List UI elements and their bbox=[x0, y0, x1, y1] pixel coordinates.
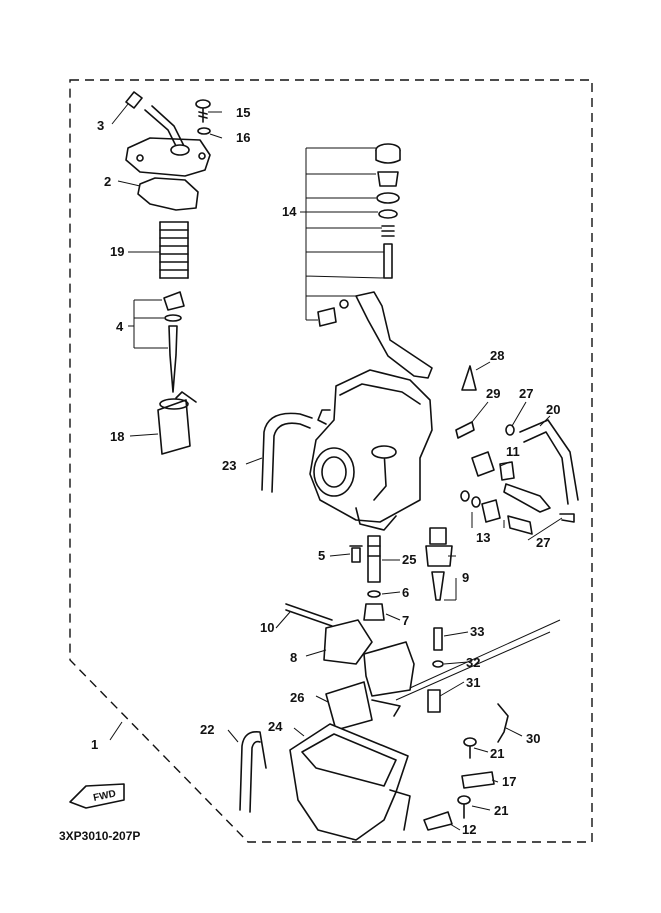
wire-clip-30 bbox=[497, 703, 509, 743]
callout-29: 29 bbox=[486, 386, 500, 401]
screw-29 bbox=[455, 421, 475, 439]
callout-30: 30 bbox=[526, 731, 540, 746]
callout-9: 9 bbox=[462, 570, 469, 585]
callout-32: 32 bbox=[466, 655, 480, 670]
main-jet-7 bbox=[363, 603, 385, 621]
callout-12: 12 bbox=[462, 822, 476, 837]
callout-28: 28 bbox=[490, 348, 504, 363]
callout-19: 19 bbox=[110, 244, 124, 259]
callout-16: 16 bbox=[236, 130, 250, 145]
clip-27-upper bbox=[505, 424, 515, 436]
callout-21b: 21 bbox=[494, 803, 508, 818]
callout-8: 8 bbox=[290, 650, 297, 665]
mixing-chamber-top bbox=[125, 105, 211, 177]
washer-16 bbox=[197, 127, 211, 135]
screw-12 bbox=[423, 811, 453, 831]
callout-23: 23 bbox=[222, 458, 236, 473]
assembly-boundary bbox=[69, 79, 593, 843]
callout-25: 25 bbox=[402, 552, 416, 567]
callout-33: 33 bbox=[470, 624, 484, 639]
callout-31: 31 bbox=[466, 675, 480, 690]
washer-6 bbox=[367, 590, 381, 598]
fwd-arrow-icon bbox=[69, 783, 125, 809]
callout-27a: 27 bbox=[519, 386, 533, 401]
gasket-2 bbox=[137, 177, 199, 211]
screw-set-13 bbox=[460, 490, 533, 535]
float-8 bbox=[323, 619, 415, 697]
screw-21-lower bbox=[457, 795, 471, 819]
screw-33 bbox=[433, 627, 443, 651]
pin-10 bbox=[285, 603, 333, 627]
callout-13: 13 bbox=[476, 530, 490, 545]
pipe-22 bbox=[239, 730, 267, 813]
callout-10: 10 bbox=[260, 620, 274, 635]
leader-lines bbox=[109, 103, 563, 831]
screw-21-upper bbox=[463, 737, 477, 759]
spring-19 bbox=[159, 221, 189, 279]
callout-15: 15 bbox=[236, 105, 250, 120]
callout-2: 2 bbox=[104, 174, 111, 189]
carburetor-body bbox=[309, 369, 433, 531]
callout-4: 4 bbox=[116, 319, 124, 334]
pipe-20 bbox=[519, 419, 579, 505]
callout-14: 14 bbox=[282, 204, 297, 219]
callout-17: 17 bbox=[502, 774, 516, 789]
callout-18: 18 bbox=[110, 429, 124, 444]
callout-1: 1 bbox=[91, 737, 98, 752]
needle-set-4 bbox=[163, 291, 185, 393]
fwd-label: FWD bbox=[92, 788, 117, 803]
float-chamber-24 bbox=[289, 723, 411, 841]
screw-set-11 bbox=[471, 451, 551, 513]
callout-5: 5 bbox=[318, 548, 325, 563]
clip-27-lower bbox=[559, 513, 575, 523]
callout-11: 11 bbox=[506, 444, 520, 459]
plug-31 bbox=[427, 689, 441, 713]
pipe-23 bbox=[261, 412, 313, 493]
callout-7: 7 bbox=[402, 613, 409, 628]
callout-27b: 27 bbox=[536, 535, 550, 550]
callouts: 1 2 3 4 5 6 7 8 9 10 11 12 13 14 15 16 1… bbox=[91, 105, 560, 837]
throttle-valve-18 bbox=[157, 391, 197, 455]
callout-3: 3 bbox=[97, 118, 104, 133]
oring-32 bbox=[432, 660, 444, 668]
callout-6: 6 bbox=[402, 585, 409, 600]
callout-22: 22 bbox=[200, 722, 214, 737]
jet-5 bbox=[349, 545, 363, 563]
screw-15 bbox=[195, 99, 211, 123]
bracket-17 bbox=[461, 771, 495, 789]
callout-24: 24 bbox=[268, 719, 283, 734]
callout-26: 26 bbox=[290, 690, 304, 705]
diagram-code: 3XP3010-207P bbox=[59, 829, 140, 843]
cable-adjuster bbox=[125, 91, 143, 109]
holder-25 bbox=[367, 535, 381, 583]
needle-valve-9 bbox=[425, 527, 453, 601]
throttle-linkage-14 bbox=[317, 143, 433, 379]
jet-28 bbox=[461, 365, 477, 391]
callout-21a: 21 bbox=[490, 746, 504, 761]
cover-26 bbox=[325, 681, 401, 731]
callout-20: 20 bbox=[546, 402, 560, 417]
